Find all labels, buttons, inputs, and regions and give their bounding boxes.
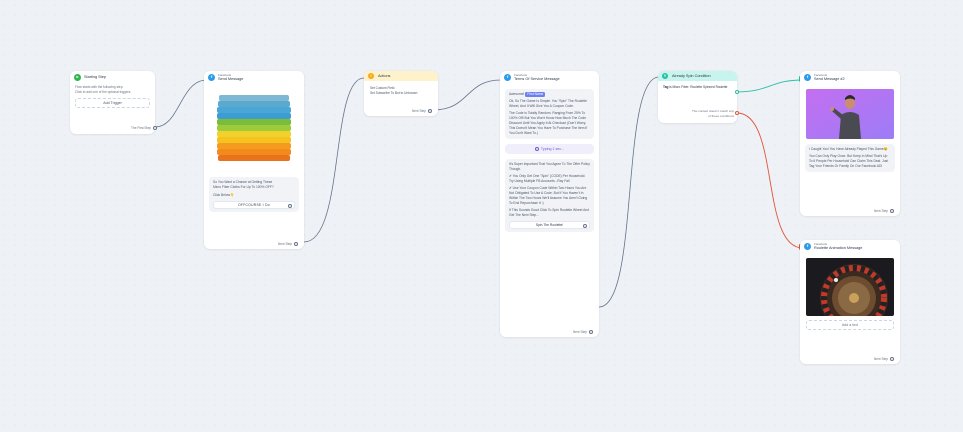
next-step-label: Next Step xyxy=(278,241,292,246)
rule-text: is Micro Fiber: Roulette Spinned Roulett… xyxy=(669,85,728,89)
already-played-node[interactable]: f Facebook Send Message #2 I Caught You!… xyxy=(800,71,900,216)
node-title: Actions xyxy=(378,74,391,78)
fallback-line-2: of these conditions xyxy=(708,113,734,118)
typing-indicator: Typing 1 sec... xyxy=(505,144,594,154)
terms-paragraph-2: Ok, So The Game Is Simple. You "Spin" Th… xyxy=(509,99,587,108)
match-connector-dot[interactable] xyxy=(735,90,739,94)
wire-condition-to-played xyxy=(735,79,804,93)
add-trigger-label: Add Trigger xyxy=(103,101,122,106)
policy-paragraph-2: ✔ You Only Get One "Spin" (CODE) Per Hou… xyxy=(509,174,586,183)
node-title: Starting Step xyxy=(84,75,106,79)
wire-condition-to-roulette xyxy=(736,112,804,249)
next-step-label: The First Step xyxy=(130,125,151,130)
greeting-text: Awesome! xyxy=(509,92,525,96)
fallback-line-1: The contact doesn't match any xyxy=(691,109,734,114)
next-step-handle[interactable]: Next Step xyxy=(412,109,432,113)
starting-line-1: Flow starts with the following step. xyxy=(75,85,124,89)
starting-step-node[interactable]: ▸ Starting Step Flow starts with the fol… xyxy=(70,71,157,134)
node-title: Already Spin Condition xyxy=(672,74,711,78)
typing-label: Typing 1 sec... xyxy=(540,147,565,151)
next-step-handle[interactable]: Next Step xyxy=(573,330,593,334)
add-text-button[interactable]: Add a text xyxy=(806,320,894,330)
roulette-wheel-image xyxy=(806,258,894,316)
condition-header: Y Already Spin Condition xyxy=(658,71,737,81)
clock-icon xyxy=(534,147,539,151)
button-label: OFFCOURSE I Do xyxy=(238,202,270,207)
connector-dot[interactable] xyxy=(583,224,587,228)
connector-dot[interactable] xyxy=(890,357,894,361)
policy-paragraph-4: If This Sounds Good Click To Spin Roulet… xyxy=(509,208,589,217)
lightning-icon: ⚡ xyxy=(368,73,374,79)
played-text-bubble[interactable]: I Caught You! You Have Already Played Th… xyxy=(805,144,895,172)
action-item-1: Set Custom Field xyxy=(370,86,395,90)
actions-header: ⚡ Actions xyxy=(364,71,438,81)
message-line-3: Click Below👇 xyxy=(213,193,235,197)
connector-dot[interactable] xyxy=(589,330,593,334)
first-name-tag: First Name xyxy=(525,92,546,97)
node-platform: Facebook xyxy=(218,73,232,77)
message-line-1: So You Want a Chance at Getting These xyxy=(213,180,273,184)
send-message-node[interactable]: f Facebook Send Message So You Want a Ch… xyxy=(204,71,304,249)
node-platform: Facebook xyxy=(514,73,528,77)
node-platform: Facebook xyxy=(814,73,828,77)
policy-text-bubble[interactable]: It's Super Important That You Agree To T… xyxy=(505,159,594,232)
condition-rule[interactable]: Tag is Micro Fiber: Roulette Spinned Rou… xyxy=(658,81,737,90)
messenger-icon: f xyxy=(504,73,511,81)
rule-keyword: Tag xyxy=(663,85,669,89)
next-step-label: Next Step xyxy=(874,356,888,361)
wire-send-to-actions xyxy=(303,77,365,243)
next-step-label: Next Step xyxy=(412,108,426,113)
next-step-handle[interactable]: Next Step xyxy=(874,209,894,213)
connector-dot[interactable] xyxy=(294,242,298,246)
next-step-label: Next Step xyxy=(874,208,888,213)
terms-text-bubble[interactable]: Awesome! First Name Ok, So The Game Is S… xyxy=(505,89,594,139)
played-paragraph-2: You Can Only Play Once. But Keep In Mind… xyxy=(809,154,889,168)
roulette-message-node[interactable]: f Facebook Roulette Animation Message Ad… xyxy=(800,240,900,364)
message-text-bubble[interactable]: So You Want a Chance at Getting These Mi… xyxy=(209,177,299,212)
action-item-2: Set Subscribe To Bot to Unknown xyxy=(370,90,418,95)
add-text-label: Add a text xyxy=(841,323,859,327)
towel-stack-image xyxy=(209,85,299,172)
condition-fallback: The contact doesn't match any of these c… xyxy=(692,109,734,118)
spin-roulette-button[interactable]: Spin The Roulette! xyxy=(509,221,590,229)
node-title: Terms Of Service Message xyxy=(514,77,560,81)
actions-node[interactable]: ⚡ Actions Set Custom Field Set Subscribe… xyxy=(364,71,438,116)
wire-terms-to-condition xyxy=(598,76,660,308)
node-title: Send Message #2 xyxy=(814,77,845,81)
wire-start-to-send xyxy=(154,79,208,128)
wire-actions-to-terms xyxy=(432,79,502,111)
next-step-handle[interactable]: The First Step xyxy=(131,126,157,130)
connector-dot[interactable] xyxy=(428,109,432,113)
filter-icon: Y xyxy=(662,73,668,79)
connector-dot[interactable] xyxy=(890,209,894,213)
messenger-icon: f xyxy=(804,242,811,250)
button-label: Spin The Roulette! xyxy=(535,222,564,227)
terms-message-node[interactable]: f Facebook Terms Of Service Message Awes… xyxy=(500,71,599,337)
node-title: Roulette Animation Message xyxy=(814,246,863,250)
node-platform: Facebook xyxy=(814,242,828,246)
messenger-icon: f xyxy=(208,73,215,81)
connector-dot[interactable] xyxy=(153,126,157,130)
next-step-handle[interactable]: Next Step xyxy=(874,357,894,361)
offcourse-button[interactable]: OFFCOURSE I Do xyxy=(213,201,295,209)
messenger-icon: f xyxy=(804,73,811,81)
connector-dot[interactable] xyxy=(288,204,292,208)
policy-paragraph-3: ✔ Use Your Coupon Code Within Two Hours … xyxy=(509,186,588,205)
next-step-handle[interactable]: Next Step xyxy=(278,242,298,246)
terms-greeting: Awesome! First Name xyxy=(509,92,590,97)
starting-line-2: Click to add one of the optional trigger… xyxy=(75,89,132,94)
fallback-connector-dot[interactable] xyxy=(735,111,739,115)
man-pointing-image xyxy=(806,89,894,139)
next-step-label: Next Step xyxy=(573,329,587,334)
terms-paragraph-3: The Code Is Totally Random. Ranging From… xyxy=(509,111,588,135)
condition-node[interactable]: Y Already Spin Condition Tag is Micro Fi… xyxy=(658,71,739,123)
add-trigger-button[interactable]: Add Trigger xyxy=(75,98,150,109)
node-title: Send Message xyxy=(218,77,244,81)
play-icon: ▸ xyxy=(74,73,81,81)
message-line-2: Micro Fiber Cloths For Up To 100% OFF? xyxy=(213,185,274,189)
policy-paragraph-1: It's Super Important That You Agree To T… xyxy=(509,162,590,171)
played-paragraph-1: I Caught You! You Have Already Played Th… xyxy=(809,147,888,151)
